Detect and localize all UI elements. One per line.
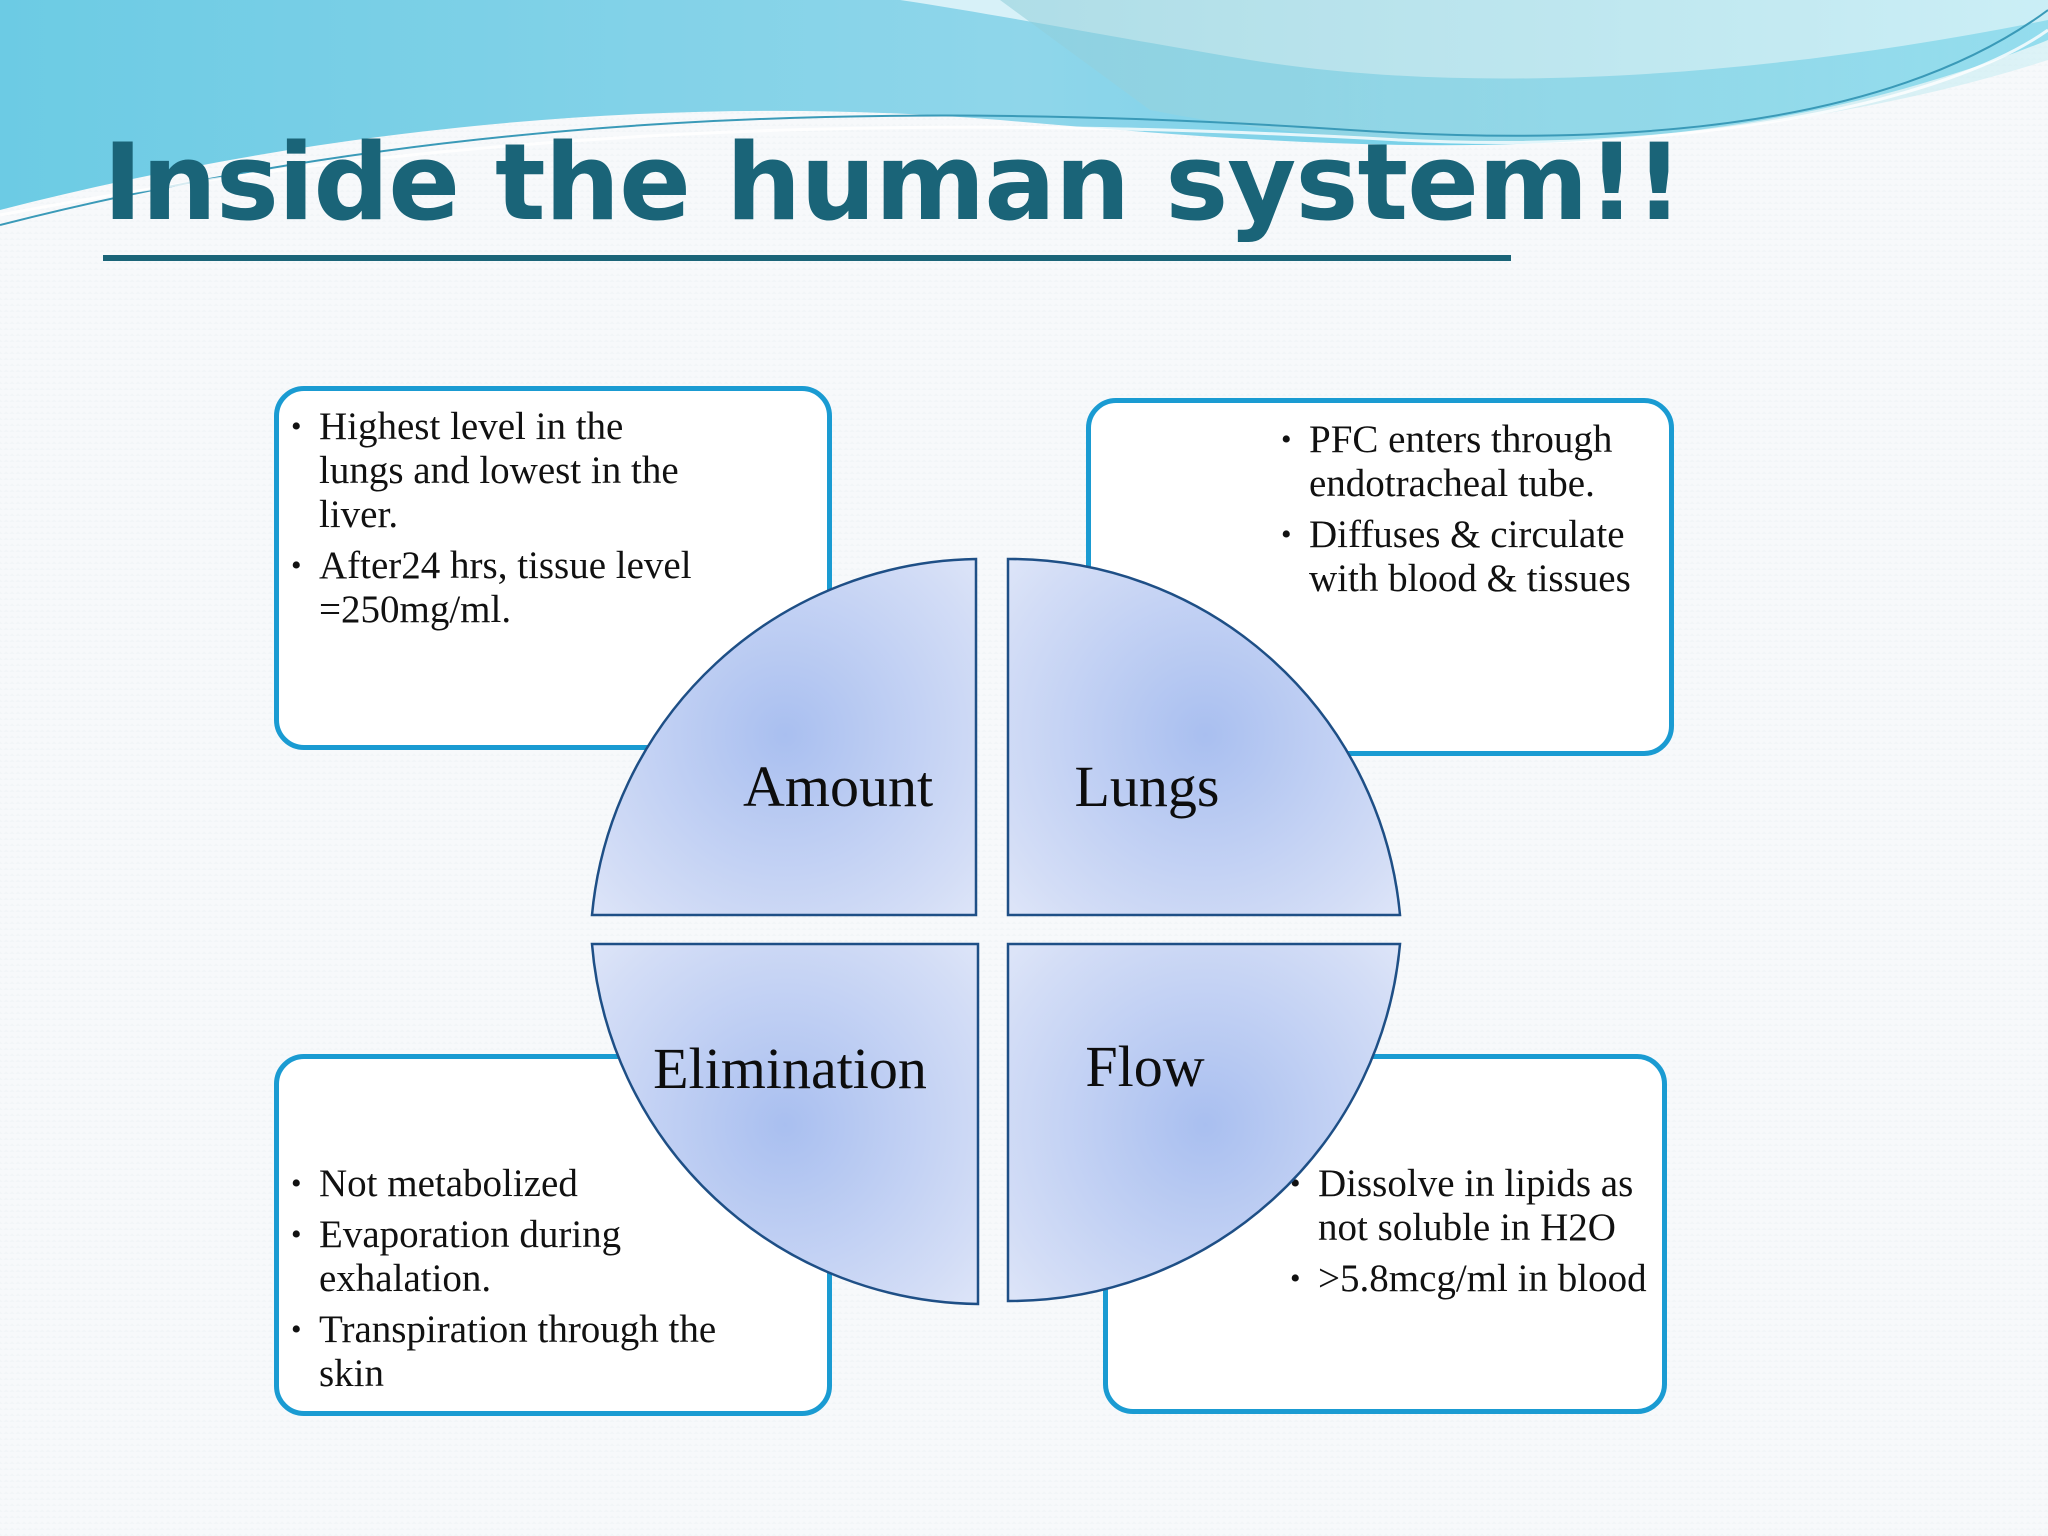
header-wave-decoration bbox=[0, 0, 2048, 226]
title-underline bbox=[103, 255, 1511, 261]
bullet-item: Dissolve in lipids as not soluble in H2O bbox=[1290, 1162, 1660, 1250]
elimination-label: Elimination bbox=[653, 1036, 927, 1101]
elimination-bullet-list: Not metabolized Evaporation during exhal… bbox=[291, 1162, 731, 1403]
bullet-item: Highest level in the lungs and lowest in… bbox=[291, 405, 711, 537]
flow-bullet-list: Dissolve in lipids as not soluble in H2O… bbox=[1290, 1162, 1660, 1308]
bullet-item: PFC enters through endotracheal tube. bbox=[1281, 418, 1671, 506]
bullet-item: After24 hrs, tissue level =250mg/ml. bbox=[291, 544, 711, 632]
bullet-item: Diffuses & circulate with blood & tissue… bbox=[1281, 513, 1671, 601]
lungs-bullet-list: PFC enters through endotracheal tube. Di… bbox=[1281, 418, 1671, 608]
lungs-quadrant bbox=[1006, 557, 1402, 917]
lungs-label: Lungs bbox=[1075, 754, 1220, 819]
bullet-item: Transpiration through the skin bbox=[291, 1308, 731, 1396]
bullet-item: Not metabolized bbox=[291, 1162, 731, 1206]
amount-label: Amount bbox=[743, 754, 933, 819]
flow-quadrant bbox=[1006, 942, 1402, 1303]
amount-quadrant bbox=[590, 557, 978, 917]
bullet-item: >5.8mcg/ml in blood bbox=[1290, 1257, 1660, 1301]
amount-bullet-list: Highest level in the lungs and lowest in… bbox=[291, 405, 711, 639]
slide-title: Inside the human system!! bbox=[103, 121, 1683, 244]
flow-label: Flow bbox=[1085, 1034, 1204, 1099]
bullet-item: Evaporation during exhalation. bbox=[291, 1213, 731, 1301]
elimination-quadrant bbox=[590, 942, 980, 1306]
